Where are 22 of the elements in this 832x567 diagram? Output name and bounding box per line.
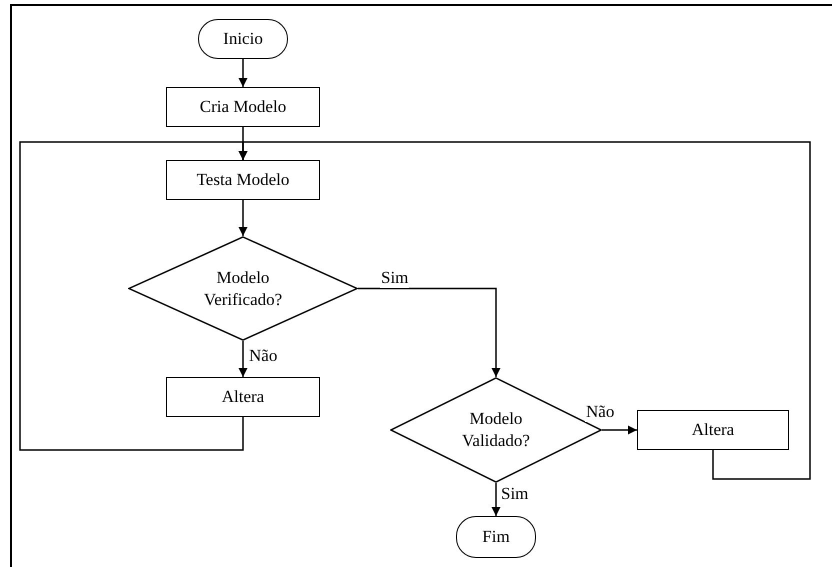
arrow <box>238 200 248 236</box>
process-box <box>166 160 320 200</box>
arrow <box>602 426 637 434</box>
node-text: Cria Modelo <box>200 96 286 118</box>
arrow <box>238 141 811 480</box>
node-text: Modelo Verificado? <box>202 266 284 310</box>
decision-diamond <box>128 236 358 341</box>
arrow <box>238 341 248 377</box>
node-text: Inicio <box>223 28 263 50</box>
node-text: Modelo Validado? <box>461 408 531 452</box>
node-text: Testa Modelo <box>196 169 290 191</box>
node-text: Altera <box>692 419 734 441</box>
node-text: Altera <box>222 386 264 408</box>
arrow <box>358 288 500 377</box>
arrow <box>492 483 500 516</box>
terminal-box <box>456 516 536 558</box>
arrow <box>238 59 248 87</box>
terminal-box <box>198 19 288 59</box>
process-box <box>637 410 789 450</box>
process-box <box>166 87 320 127</box>
process-box <box>166 377 320 417</box>
node-text: Fim <box>482 526 510 548</box>
